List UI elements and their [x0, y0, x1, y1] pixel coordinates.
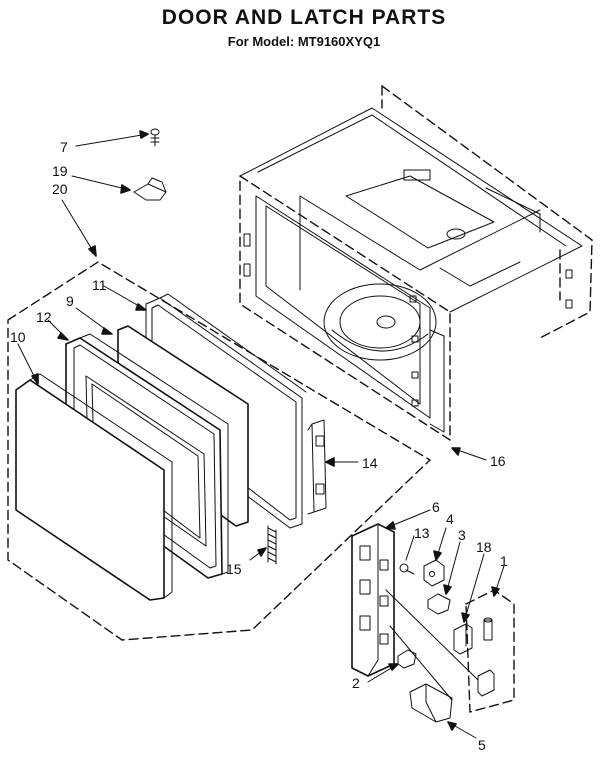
- callout-16: 16: [490, 453, 506, 469]
- callout-9: 9: [66, 293, 74, 309]
- callout-4: 4: [446, 511, 454, 527]
- callout-19: 19: [52, 163, 68, 179]
- callout-11: 11: [92, 277, 107, 293]
- door-assembly: [7, 261, 431, 641]
- callout-3: 3: [458, 527, 466, 543]
- oven-cavity: [239, 85, 593, 441]
- callout-15: 15: [226, 561, 242, 577]
- callout-1: 1: [500, 553, 508, 569]
- callout-14: 14: [362, 455, 378, 471]
- callout-20: 20: [52, 181, 68, 197]
- latch-assembly: [351, 523, 515, 723]
- callout-5: 5: [478, 737, 486, 753]
- callout-18: 18: [476, 539, 492, 555]
- model-subtitle: For Model: MT9160XYQ1: [227, 34, 381, 49]
- diagram-title: DOOR AND LATCH PARTS: [161, 6, 447, 29]
- callout-6: 6: [432, 499, 440, 515]
- leader-lines: [17, 130, 505, 739]
- callout-2: 2: [352, 675, 360, 691]
- hinge-parts: [133, 128, 167, 201]
- callout-12: 12: [36, 309, 52, 325]
- callout-7: 7: [60, 139, 68, 155]
- callout-labels: 7 19 20 11 9 12 10 14 15 16 6 13 4 3 18 …: [10, 139, 508, 753]
- callout-10: 10: [10, 329, 26, 345]
- callout-13: 13: [414, 525, 430, 541]
